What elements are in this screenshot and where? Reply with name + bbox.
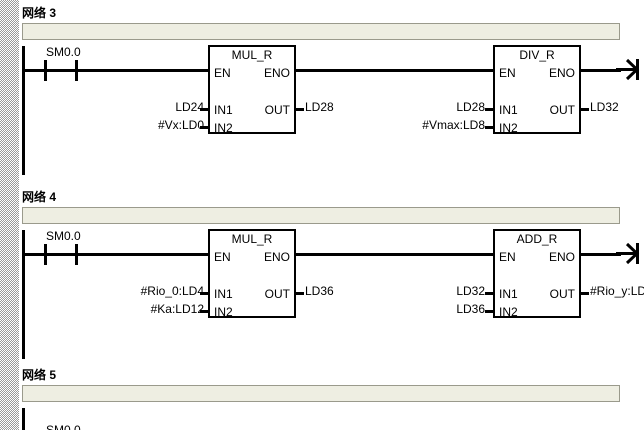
contact-left-bar[interactable] bbox=[44, 60, 47, 81]
operand-in1-add-r[interactable]: LD32 bbox=[456, 284, 485, 298]
contact-label-clipped: SM0.0 bbox=[46, 423, 81, 430]
pin-eno: ENO bbox=[548, 66, 575, 80]
pin-eno: ENO bbox=[548, 250, 575, 264]
function-block-name: DIV_R bbox=[519, 48, 555, 62]
rung-end-arrow-icon bbox=[616, 58, 640, 82]
contact-label-sm00: SM0.0 bbox=[46, 45, 81, 59]
pin-stub-in2 bbox=[485, 126, 493, 129]
operand-out-add-r[interactable]: #Rio_y:LD1 bbox=[590, 284, 644, 298]
network-title-5: 网络 5 bbox=[22, 366, 56, 383]
rung-wire-segment bbox=[78, 69, 209, 72]
function-block-div-r[interactable]: DIV_R EN ENO IN1 IN2 OUT bbox=[493, 45, 581, 135]
pin-stub-in1 bbox=[200, 292, 208, 295]
pin-eno: ENO bbox=[263, 250, 290, 264]
rung-wire-segment bbox=[47, 69, 75, 72]
pin-en: EN bbox=[499, 66, 516, 80]
function-block-name: MUL_R bbox=[231, 232, 273, 246]
pin-eno: ENO bbox=[263, 66, 290, 80]
rung-wire-segment bbox=[296, 69, 494, 72]
network-block-4[interactable]: 网络 4 SM0.0 MUL_R EN ENO IN1 IN2 OUT #Rio… bbox=[0, 184, 644, 359]
network-title-prefix: 网络 bbox=[22, 6, 47, 20]
rung-wire-segment bbox=[22, 253, 44, 256]
contact-right-bar[interactable] bbox=[75, 60, 78, 81]
contact-left-bar[interactable] bbox=[44, 244, 47, 265]
operand-in2-mul-r[interactable]: #Ka:LD12 bbox=[150, 302, 204, 316]
pin-in2: IN2 bbox=[214, 121, 233, 135]
pin-in2: IN2 bbox=[499, 121, 518, 135]
power-rail-3 bbox=[22, 46, 25, 175]
pin-in1: IN1 bbox=[214, 103, 233, 117]
operand-out-mul-r[interactable]: LD36 bbox=[305, 284, 334, 298]
pin-stub-in2 bbox=[200, 126, 208, 129]
network-title-number: 4 bbox=[49, 190, 57, 204]
pin-en: EN bbox=[499, 250, 516, 264]
pin-stub-in1 bbox=[200, 108, 208, 111]
pin-in2: IN2 bbox=[499, 305, 518, 319]
pin-out: OUT bbox=[549, 103, 575, 117]
rung-end-arrow-icon bbox=[616, 242, 640, 266]
pin-in1: IN1 bbox=[499, 287, 518, 301]
pin-out: OUT bbox=[264, 103, 290, 117]
pin-en: EN bbox=[214, 66, 231, 80]
contact-label-sm00: SM0.0 bbox=[46, 229, 81, 243]
function-block-name: MUL_R bbox=[231, 48, 273, 62]
network-block-5[interactable]: 网络 5 SM0.0 bbox=[0, 362, 644, 430]
operand-in1-div-r[interactable]: LD28 bbox=[456, 100, 485, 114]
network-comment-bar-3[interactable] bbox=[22, 23, 620, 40]
contact-right-bar[interactable] bbox=[75, 244, 78, 265]
network-title-3: 网络 3 bbox=[22, 4, 56, 21]
rung-wire-segment bbox=[47, 253, 75, 256]
function-block-mul-r[interactable]: MUL_R EN ENO IN1 IN2 OUT bbox=[208, 229, 296, 319]
pin-stub-out bbox=[581, 108, 589, 111]
network-comment-bar-5[interactable] bbox=[22, 385, 620, 402]
operand-in1-mul-r[interactable]: LD24 bbox=[175, 100, 204, 114]
function-block-name: ADD_R bbox=[516, 232, 558, 246]
network-block-3[interactable]: 网络 3 SM0.0 MUL_R EN ENO IN1 IN2 OUT LD24… bbox=[0, 0, 644, 175]
network-comment-bar-4[interactable] bbox=[22, 207, 620, 224]
network-title-prefix: 网络 bbox=[22, 368, 47, 382]
pin-stub-in2 bbox=[200, 310, 208, 313]
pin-stub-out bbox=[296, 292, 304, 295]
function-block-mul-r[interactable]: MUL_R EN ENO IN1 IN2 OUT bbox=[208, 45, 296, 135]
pin-stub-in1 bbox=[485, 108, 493, 111]
operand-out-div-r[interactable]: LD32 bbox=[590, 100, 619, 114]
operand-in1-mul-r[interactable]: #Rio_0:LD4 bbox=[140, 284, 204, 298]
operand-in2-add-r[interactable]: LD36 bbox=[456, 302, 485, 316]
pin-en: EN bbox=[214, 250, 231, 264]
network-title-prefix: 网络 bbox=[22, 190, 47, 204]
rung-wire-segment bbox=[22, 69, 44, 72]
pin-out: OUT bbox=[549, 287, 575, 301]
rung-wire-segment bbox=[581, 253, 621, 256]
pin-stub-in2 bbox=[485, 310, 493, 313]
pin-stub-out bbox=[581, 292, 589, 295]
network-title-number: 5 bbox=[49, 368, 57, 382]
function-block-add-r[interactable]: ADD_R EN ENO IN1 IN2 OUT bbox=[493, 229, 581, 319]
pin-in1: IN1 bbox=[214, 287, 233, 301]
operand-in2-mul-r[interactable]: #Vx:LD0 bbox=[157, 118, 204, 132]
operand-out-mul-r[interactable]: LD28 bbox=[305, 100, 334, 114]
pin-stub-out bbox=[296, 108, 304, 111]
power-rail-4 bbox=[22, 230, 25, 359]
pin-stub-in1 bbox=[485, 292, 493, 295]
pin-in1: IN1 bbox=[499, 103, 518, 117]
rung-wire-segment bbox=[296, 253, 494, 256]
editor-left-gutter bbox=[0, 0, 19, 430]
pin-in2: IN2 bbox=[214, 305, 233, 319]
power-rail-5 bbox=[22, 408, 25, 430]
pin-out: OUT bbox=[264, 287, 290, 301]
rung-wire-segment bbox=[78, 253, 209, 256]
network-title-number: 3 bbox=[49, 6, 57, 20]
operand-in2-div-r[interactable]: #Vmax:LD8 bbox=[422, 118, 485, 132]
network-title-4: 网络 4 bbox=[22, 188, 56, 205]
rung-wire-segment bbox=[581, 69, 621, 72]
